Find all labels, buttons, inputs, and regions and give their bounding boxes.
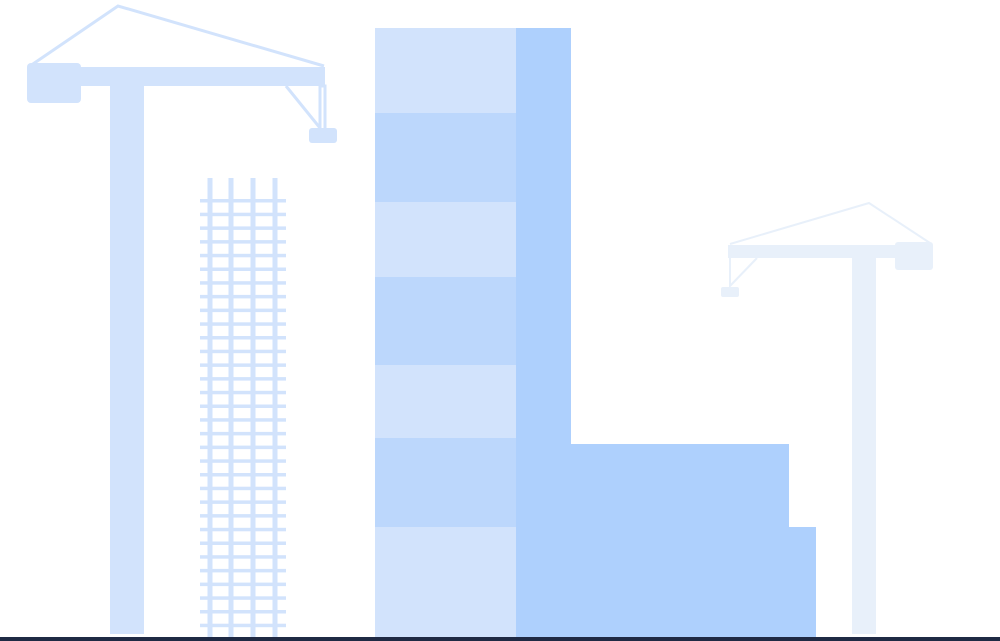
scaffold-rung — [200, 240, 286, 244]
left-crane-jib — [27, 67, 325, 86]
right-crane-top-cable — [729, 201, 931, 245]
scaffold-rung — [200, 267, 286, 271]
right-crane-icon — [721, 201, 933, 634]
scaffold-rung — [200, 486, 286, 491]
right-crane-hook-block — [721, 287, 739, 297]
tower-floor-band — [375, 202, 516, 277]
ground-line — [0, 637, 1000, 641]
tower-floor-band — [375, 277, 516, 365]
scaffold-rung — [200, 363, 286, 367]
scaffold-rung — [200, 555, 286, 559]
scaffold-rung — [200, 541, 286, 545]
scaffold-rung — [200, 445, 286, 450]
tower-floor-band — [375, 438, 516, 527]
scaffold-rung — [200, 377, 286, 381]
scaffold-rung — [200, 253, 286, 258]
right-crane-hook-cable — [729, 257, 758, 289]
scaffold-rung — [200, 514, 286, 518]
scaffold-rung — [200, 610, 286, 614]
tower-floor-band — [375, 113, 516, 202]
left-crane-icon — [27, 4, 337, 634]
scaffold-rung — [200, 568, 286, 573]
scaffold-rung — [200, 390, 286, 395]
scaffold-rung — [200, 623, 286, 628]
scaffold-rung — [200, 281, 286, 285]
scaffold-rung — [200, 527, 286, 532]
scaffold-rung — [200, 212, 286, 217]
scaffold-rung — [200, 431, 286, 436]
tower-floor-band — [375, 28, 516, 113]
tower-floor-band — [375, 365, 516, 438]
scaffold-rung — [200, 294, 286, 299]
scaffold-rung — [200, 473, 286, 477]
right-crane-jib — [728, 245, 928, 258]
scaffold-rung — [200, 404, 286, 408]
scaffold-rung — [200, 308, 286, 313]
scaffold-rung — [200, 336, 286, 340]
scaffold-rung — [200, 582, 286, 587]
left-crane-top-cable — [29, 4, 325, 68]
tower-floor-band — [375, 527, 516, 640]
scaffold-rung — [200, 226, 286, 230]
scaffold-rung — [200, 322, 286, 326]
scaffold-rung — [200, 459, 286, 463]
tower-annex-lower — [516, 527, 816, 640]
tower-floor-bands — [375, 28, 516, 640]
tower-building-icon — [375, 28, 816, 640]
left-crane-hook-block — [309, 128, 337, 143]
left-crane-mast — [110, 86, 144, 634]
scaffold-rung — [200, 199, 286, 203]
scaffold-rung — [200, 418, 286, 422]
left-crane-hook-cable — [284, 84, 327, 133]
scaffold-rung — [200, 349, 286, 354]
scaffold-rung — [200, 500, 286, 504]
scaffold-rung — [200, 596, 286, 600]
right-crane-counterweight — [895, 242, 933, 270]
scaffold-icon — [200, 178, 286, 638]
right-crane-mast — [852, 258, 876, 634]
